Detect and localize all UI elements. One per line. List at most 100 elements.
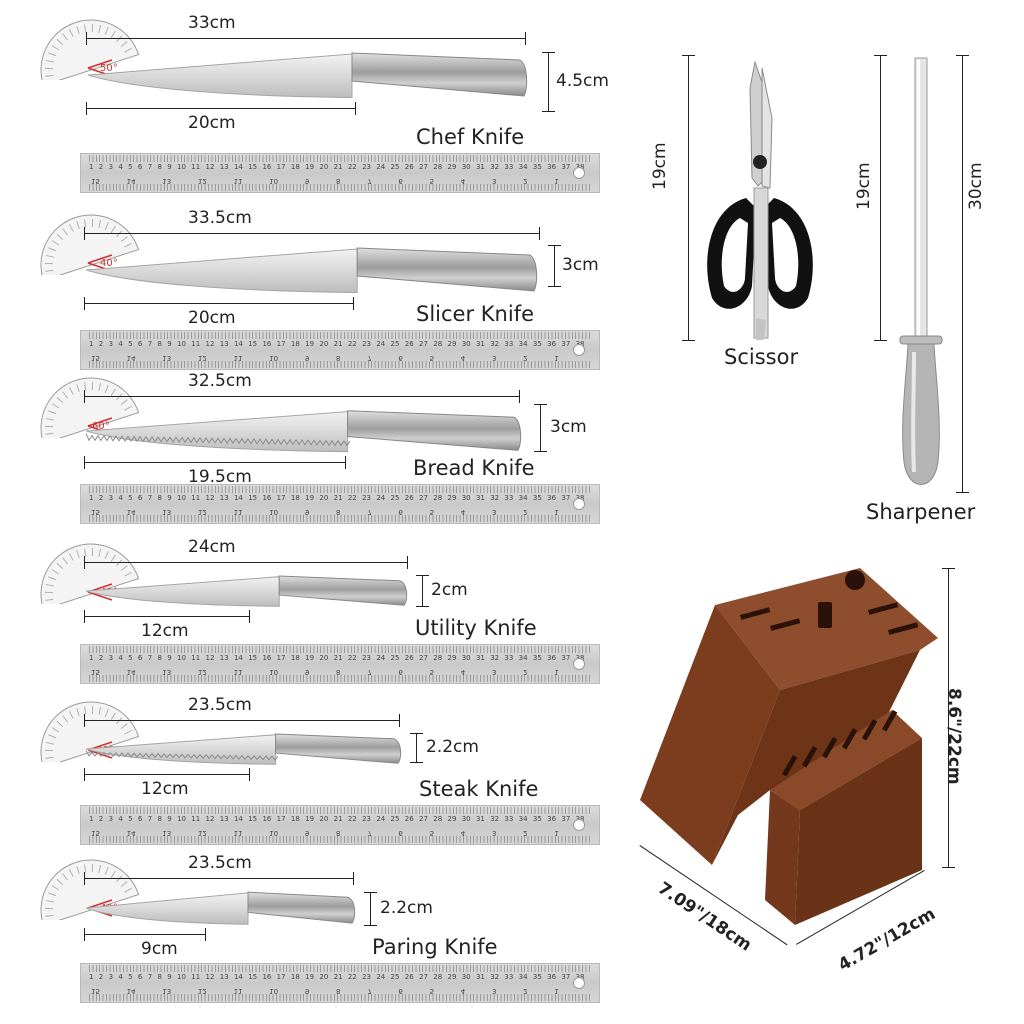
ruler-cm-number: 12 [205,340,215,348]
ruler-cm-number: 29 [447,163,457,171]
ruler-cm-number: 2 [98,815,104,823]
ruler-cm-number: 31 [475,654,485,662]
ruler-inch-number: 9 [304,177,310,185]
ruler-cm-number: 30 [461,163,471,171]
ruler-cm-number: 36 [547,815,557,823]
knife-name: Slicer Knife [416,302,535,326]
width-line [364,892,377,926]
ruler-inch-number: 3 [491,829,497,837]
ruler-cm-number: 33 [504,163,514,171]
ruler-inch-number: 3 [491,987,497,995]
ruler-cm-number: 26 [404,815,414,823]
ruler-cm-number: 21 [333,163,343,171]
total-length-line [84,390,520,403]
ruler-inch-number: 12 [197,177,207,185]
ruler-cm-number: 14 [233,973,243,981]
ruler-inch-number: 11 [233,829,243,837]
sharpener-total-label: 30cm [966,162,986,210]
ruler-cm-number: 8 [157,494,162,502]
ruler-cm-number: 11 [191,163,201,171]
ruler-inch-number: 2 [523,668,528,676]
ruler-cm-number: 27 [419,494,428,502]
ruler-inch-number: 12 [197,668,207,676]
ruler-cm-number: 26 [404,163,414,171]
ruler-cm-number: 3 [108,973,114,981]
blade-length-line [84,297,354,310]
ruler-inch-number: 13 [162,829,172,837]
ruler-inch-number: 13 [162,508,172,516]
ruler-cm-number: 8 [157,340,162,348]
ruler-cm-number: 28 [433,654,443,662]
ruler-cm-number: 30 [461,654,471,662]
ruler-cm-number: 23 [362,494,371,502]
ruler-cm-number: 15 [248,163,258,171]
ruler-cm-number: 30 [461,340,471,348]
blade-length-label: 19.5cm [188,467,252,487]
ruler-cm-number: 1 [89,815,94,823]
width-line [534,404,547,452]
ruler-inch-number: 1 [554,668,559,676]
ruler-cm-number: 33 [504,973,514,981]
ruler-cm-number: 23 [362,654,371,662]
ruler-inch-number: 2 [523,987,528,995]
blade-length-line [84,928,206,941]
ruler-inch-number: 14 [126,829,136,837]
ruler-cm-number: 1 [89,340,94,348]
protractor-icon [40,701,140,762]
ruler-cm-number: 1 [89,494,94,502]
ruler-cm-number: 19 [305,163,315,171]
ruler-cm-number: 34 [518,494,528,502]
width-line [542,52,555,112]
ruler-cm-number: 31 [475,815,485,823]
ruler-cm-number: 9 [167,654,172,662]
ruler-inch-number: 1 [554,354,559,362]
ruler-cm-number: 7 [147,815,153,823]
width-label: 2cm [431,580,468,600]
ruler-cm-number: 32 [490,815,500,823]
ruler-cm-number: 6 [137,973,143,981]
ruler-cm-number: 28 [433,340,443,348]
ruler-inch-number: 9 [304,829,310,837]
blade-length-line [84,456,346,469]
ruler-cm-number: 4 [118,340,123,348]
ruler-inch-number: 4 [460,668,466,676]
width-line [548,245,561,287]
blade-length-label: 9cm [141,939,178,959]
ruler-inch-number: 12 [197,987,207,995]
blade-length-label: 12cm [141,621,189,641]
ruler-cm-number: 12 [205,815,215,823]
total-length-label: 33.5cm [188,208,252,228]
ruler-cm-number: 28 [433,494,443,502]
knife-image [86,410,522,453]
ruler-inch-number: 3 [491,177,497,185]
scissor-length-label: 19cm [650,142,670,190]
ruler-inch-number: 3 [491,668,497,676]
blade-length-line [86,102,356,115]
ruler-cm-number: 15 [248,654,258,662]
ruler-cm-number: 10 [177,340,186,348]
ruler-cm-number: 37 [561,494,571,502]
ruler-inch-number: 11 [233,668,243,676]
ruler-inch-number: 4 [460,508,466,516]
ruler-cm-number: 33 [504,815,514,823]
ruler-cm-number: 24 [376,815,386,823]
ruler-cm-number: 35 [532,340,542,348]
ruler-cm-number: 7 [147,654,153,662]
ruler-cm-number: 9 [167,494,172,502]
ruler-inch-number: 8 [336,354,341,362]
ruler-cm-number: 18 [290,815,300,823]
ruler-inch-number: 13 [162,668,172,676]
ruler-inch-number: 6 [398,177,403,185]
ruler-inch-number: 5 [429,987,435,995]
ruler-cm-number: 21 [333,340,343,348]
ruler-cm-number: 7 [147,340,153,348]
knife-image [86,247,538,294]
ruler-cm-number: 25 [390,494,400,502]
ruler-cm-number: 31 [475,340,485,348]
ruler-cm-number: 20 [319,815,329,823]
blade-length-label: 20cm [188,113,236,133]
ruler-cm-number: 21 [333,815,343,823]
